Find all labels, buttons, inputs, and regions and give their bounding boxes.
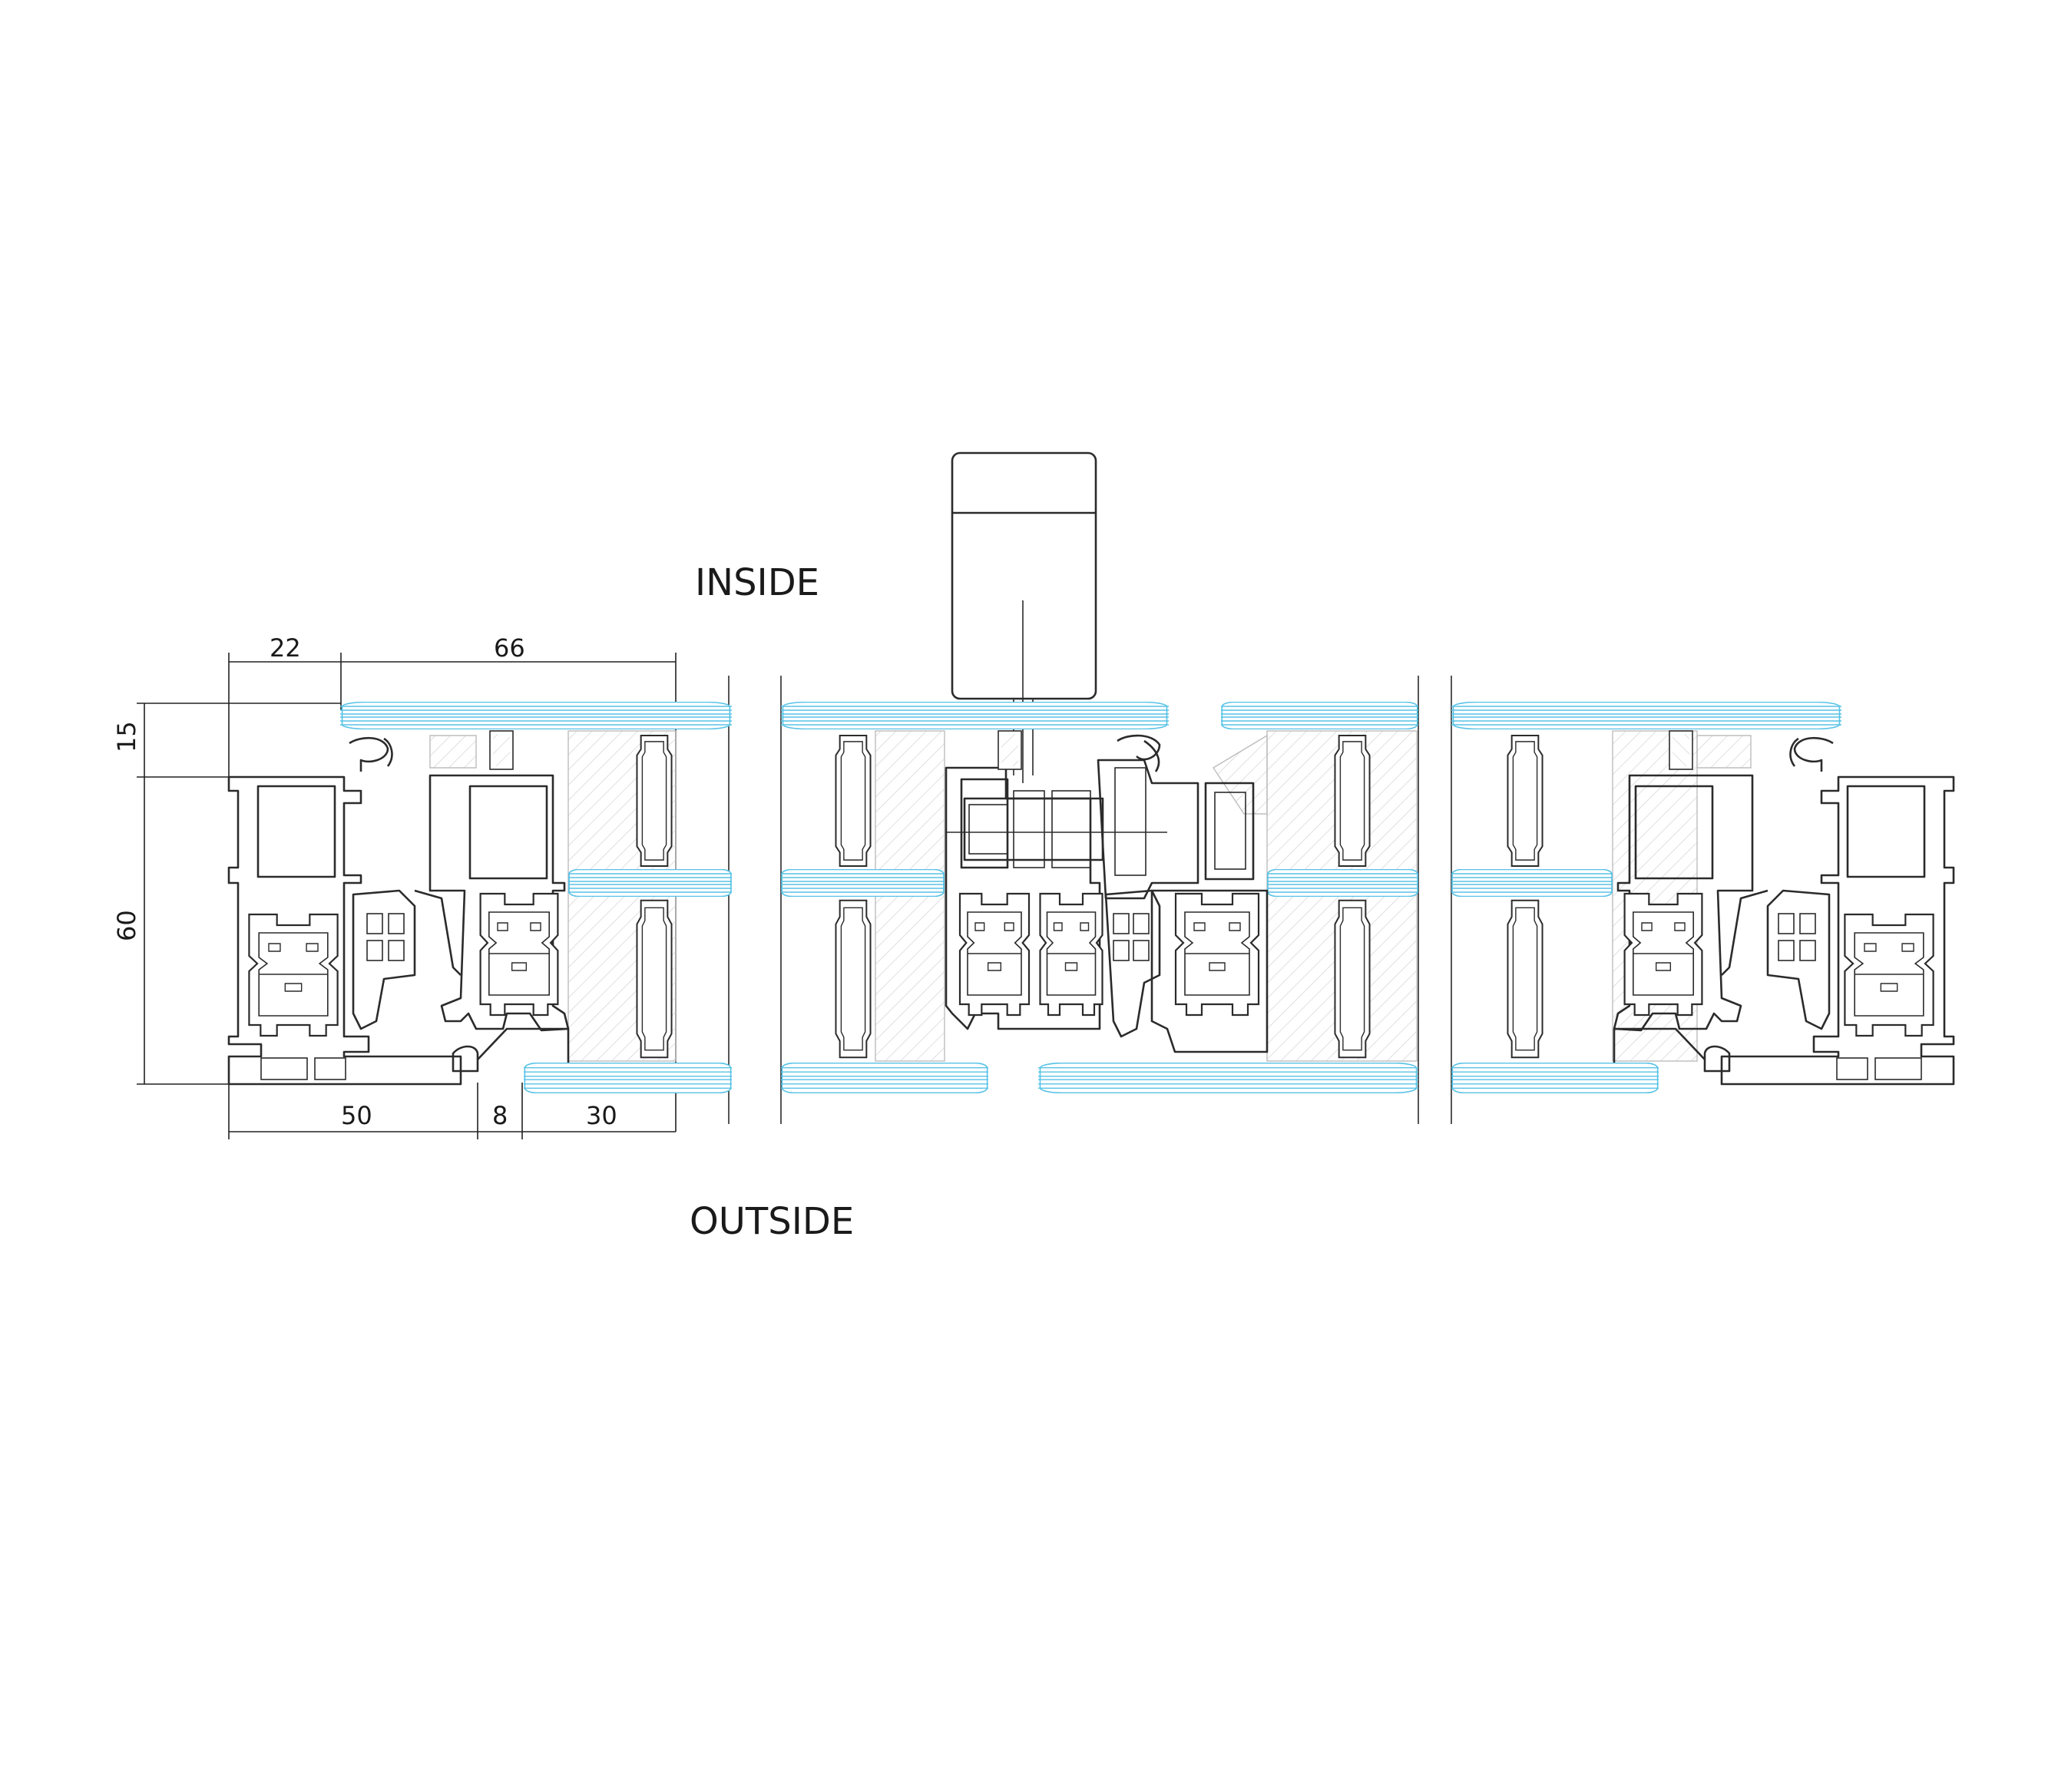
break-lines [728, 676, 1452, 1124]
dim-top-right: 66 [494, 633, 525, 663]
dim-bottom-left: 50 [341, 1101, 372, 1130]
right-frame-profile [1613, 730, 1955, 1086]
handle [951, 451, 1097, 783]
dim-bottom-right: 30 [586, 1101, 617, 1130]
dim-bottom-mid: 8 [492, 1101, 508, 1130]
dim-top-left: 22 [270, 633, 301, 663]
center-interlock-profile [945, 730, 1269, 1053]
outside-label: OUTSIDE [690, 1200, 854, 1243]
left-frame-profile [227, 730, 570, 1086]
inside-label: INSIDE [695, 561, 819, 604]
dim-side-main: 60 [112, 910, 141, 941]
dim-side-top: 15 [112, 721, 141, 752]
